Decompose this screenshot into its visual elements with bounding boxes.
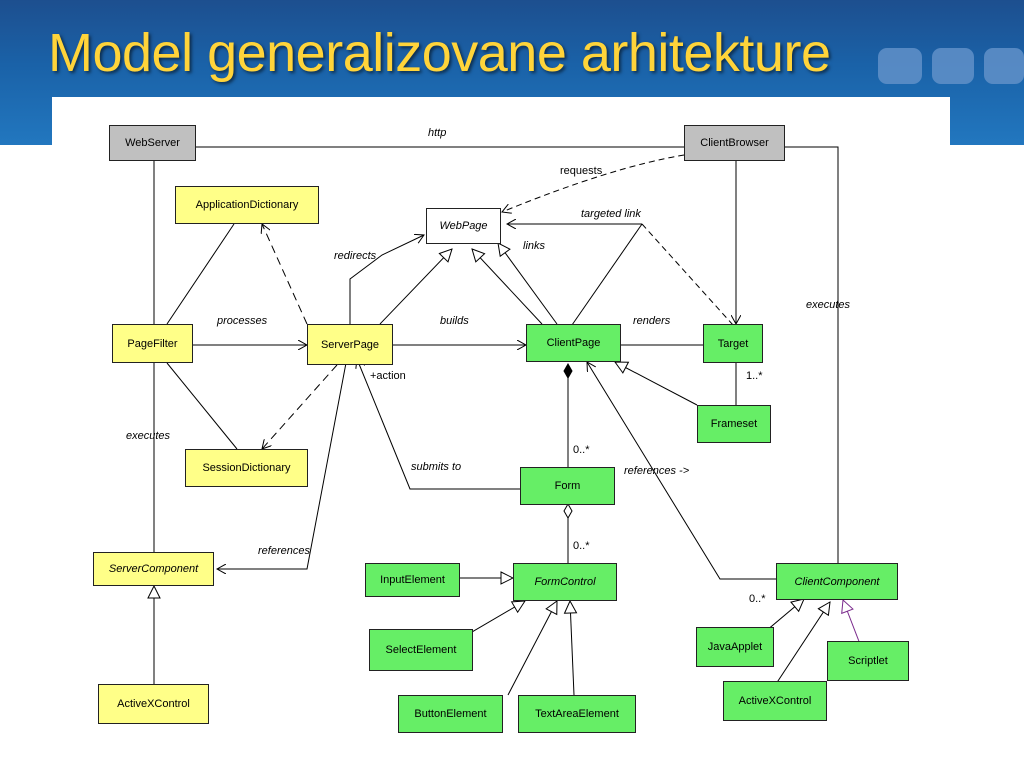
label-executes-server: executes [126, 430, 171, 442]
class-buttonelement: ButtonElement [398, 695, 503, 733]
class-textareaelement: TextAreaElement [518, 695, 636, 733]
label-builds: builds [440, 315, 469, 327]
class-clientcomponent: ClientComponent [776, 563, 898, 600]
class-inputelement: InputElement [365, 563, 460, 597]
label-action: +action [370, 370, 406, 382]
class-serverpage: ServerPage [307, 324, 393, 365]
label-references-server: references [258, 545, 310, 557]
class-clientbrowser: ClientBrowser [684, 125, 785, 161]
multiplicity-clientpage-form: 0..* [573, 444, 590, 456]
class-target: Target [703, 324, 763, 363]
class-javaapplet: JavaApplet [696, 627, 774, 667]
class-activexcontrol-client: ActiveXControl [723, 681, 827, 721]
slide-title: Model generalizovane arhitekture [48, 23, 831, 83]
label-targeted-link: targeted link [581, 208, 641, 220]
class-form: Form [520, 467, 615, 505]
diagram-connectors [52, 146, 861, 696]
label-requests: requests [560, 165, 603, 177]
label-submits-to: submits to [411, 461, 462, 473]
label-http: http [428, 127, 447, 139]
label-references-client: references -> [624, 465, 690, 477]
label-executes-client: executes [806, 299, 851, 311]
class-webpage: WebPage [426, 208, 501, 244]
header-decoration [932, 48, 974, 84]
class-pagefilter: PageFilter [112, 324, 193, 363]
class-clientpage: ClientPage [526, 324, 621, 362]
class-activexcontrol-server: ActiveXControl [98, 684, 209, 724]
header-decoration [984, 48, 1024, 84]
label-links: links [523, 240, 546, 252]
multiplicity-frameset-target: 1..* [746, 370, 763, 382]
class-applicationdictionary: ApplicationDictionary [175, 186, 319, 224]
class-sessiondictionary: SessionDictionary [185, 449, 308, 487]
uml-diagram: WebServer ClientBrowser ApplicationDicti… [52, 97, 950, 737]
label-processes: processes [217, 315, 268, 327]
class-formcontrol: FormControl [513, 563, 617, 601]
multiplicity-form-formcontrol: 0..* [573, 540, 590, 552]
class-scriptlet: Scriptlet [827, 641, 909, 681]
class-servercomponent: ServerComponent [93, 552, 214, 586]
label-redirects: redirects [334, 250, 377, 262]
header-decoration [878, 48, 922, 84]
class-frameset: Frameset [697, 405, 771, 443]
label-renders: renders [633, 315, 671, 327]
class-selectelement: SelectElement [369, 629, 473, 671]
class-webserver: WebServer [109, 125, 196, 161]
multiplicity-clientcomponent: 0..* [749, 593, 766, 605]
